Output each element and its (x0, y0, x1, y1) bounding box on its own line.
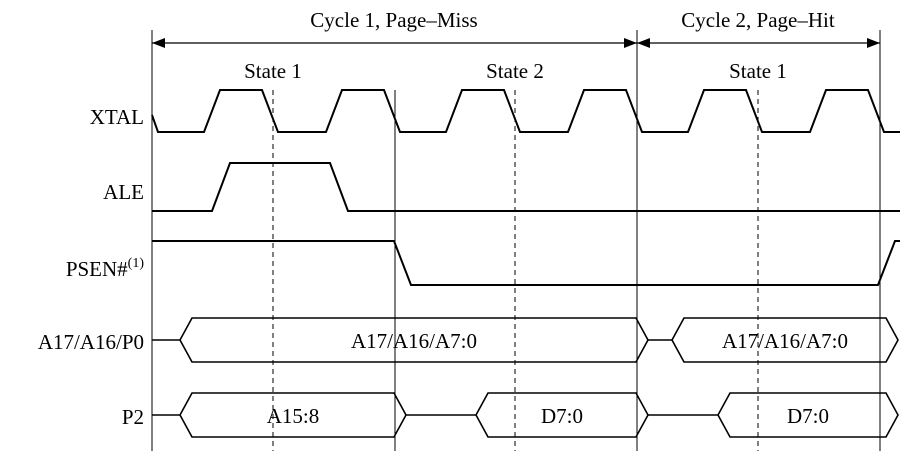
signal-label-ale: ALE (103, 180, 144, 204)
cycle1-state2-label: State 2 (486, 59, 544, 83)
cycle1-label: Cycle 1, Page–Miss (310, 8, 477, 32)
cycle-span-arrows (152, 38, 880, 48)
bus-value-p2-data1: D7:0 (541, 404, 583, 428)
addr-port-bus: A17/A16/A7:0 A17/A16/A7:0 (152, 317, 899, 363)
cycle1-state1-label: State 1 (244, 59, 302, 83)
xtal-waveform (151, 89, 900, 133)
p2-bus: A15:8 D7:0 D7:0 (152, 392, 899, 438)
bus-segment-p2-data2 (717, 392, 899, 438)
signal-label-psen: PSEN#(1) (66, 256, 145, 281)
bus-value-p2-data2: D7:0 (787, 404, 829, 428)
bus-segment-addr-cycle2 (671, 317, 899, 363)
bus-value-addr-cycle1: A17/A16/A7:0 (351, 329, 477, 353)
ale-waveform (152, 162, 900, 212)
cycle2-state1-label: State 1 (729, 59, 787, 83)
signal-label-addr-port: A17/A16/P0 (38, 330, 144, 354)
phase-guides (272, 90, 759, 451)
signal-label-p2: P2 (122, 405, 144, 429)
signal-label-xtal: XTAL (90, 105, 144, 129)
bus-value-addr-cycle2: A17/A16/A7:0 (722, 329, 848, 353)
cycle2-label: Cycle 2, Page–Hit (681, 8, 835, 32)
bus-value-p2-addr: A15:8 (267, 404, 320, 428)
psen-waveform (152, 240, 900, 286)
